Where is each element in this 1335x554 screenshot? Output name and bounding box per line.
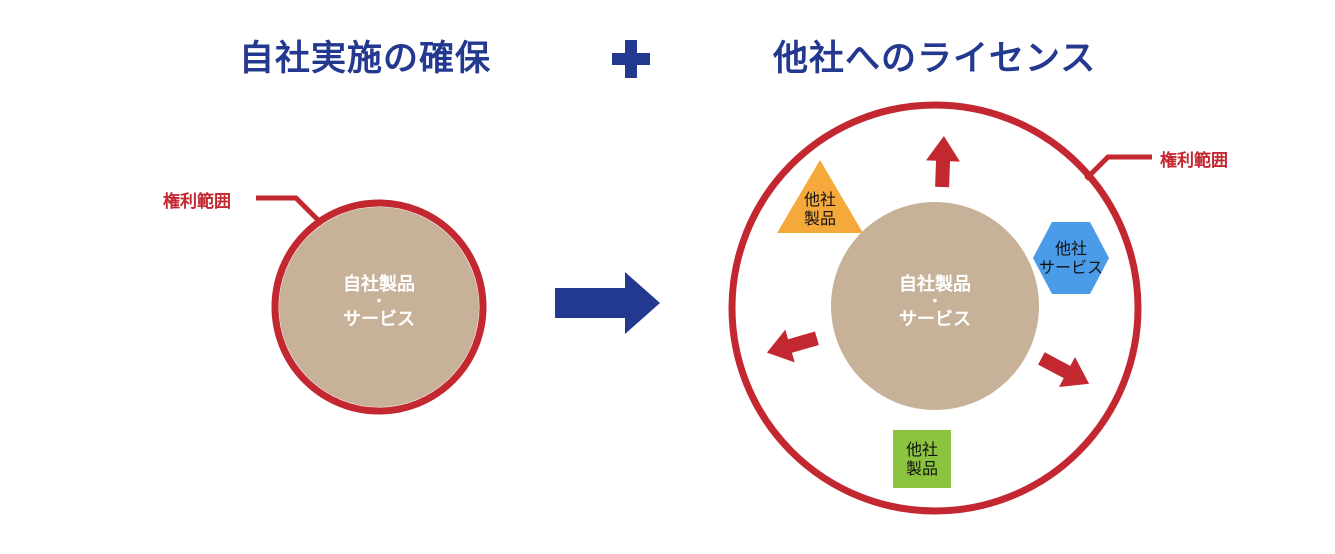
right-core-line1: 自社製品 bbox=[899, 274, 971, 295]
other-service-hexagon bbox=[1033, 222, 1109, 294]
other-product-square bbox=[893, 430, 951, 488]
square-line2: 製品 bbox=[905, 459, 938, 478]
transition-arrow-icon bbox=[555, 272, 660, 334]
left-scope-ring bbox=[271, 199, 487, 415]
right-scope-ring bbox=[728, 101, 1142, 515]
square-line1: 他社 bbox=[905, 440, 938, 459]
left-scope-leader-line bbox=[256, 195, 324, 226]
right-core-line2: サービス bbox=[899, 309, 971, 330]
left-core-line1: 自社製品 bbox=[343, 274, 415, 295]
left-core-circle bbox=[279, 207, 479, 407]
other-product-square-label: 他社 製品 bbox=[892, 440, 952, 478]
triangle-line2: 製品 bbox=[803, 209, 836, 228]
left-title: 自社実施の確保 bbox=[239, 39, 492, 79]
hexagon-line2: サービス bbox=[1038, 258, 1103, 277]
other-product-triangle-label: 他社 製品 bbox=[790, 190, 850, 228]
right-core-circle bbox=[831, 202, 1039, 410]
other-product-triangle bbox=[777, 160, 863, 233]
expansion-arrow-up-icon bbox=[926, 136, 960, 188]
plus-icon bbox=[612, 40, 650, 78]
left-core-separator: ・ bbox=[372, 294, 386, 310]
hexagon-line1: 他社 bbox=[1054, 239, 1087, 258]
left-scope-label: 権利範囲 bbox=[163, 192, 231, 212]
right-core-separator: ・ bbox=[928, 294, 942, 310]
expansion-arrow-left-icon bbox=[766, 329, 819, 363]
right-scope-label: 権利範囲 bbox=[1160, 151, 1228, 171]
right-core-label: 自社製品 ・ サービス bbox=[865, 274, 1005, 330]
left-core-line2: サービス bbox=[343, 309, 415, 330]
expansion-arrow-down-right-icon bbox=[1038, 352, 1090, 388]
other-service-hexagon-label: 他社 サービス bbox=[1031, 239, 1111, 277]
right-scope-leader-line bbox=[1084, 154, 1152, 181]
right-title: 他社へのライセンス bbox=[773, 39, 1097, 79]
triangle-line1: 他社 bbox=[803, 190, 836, 209]
left-core-label: 自社製品 ・ サービス bbox=[309, 274, 449, 330]
